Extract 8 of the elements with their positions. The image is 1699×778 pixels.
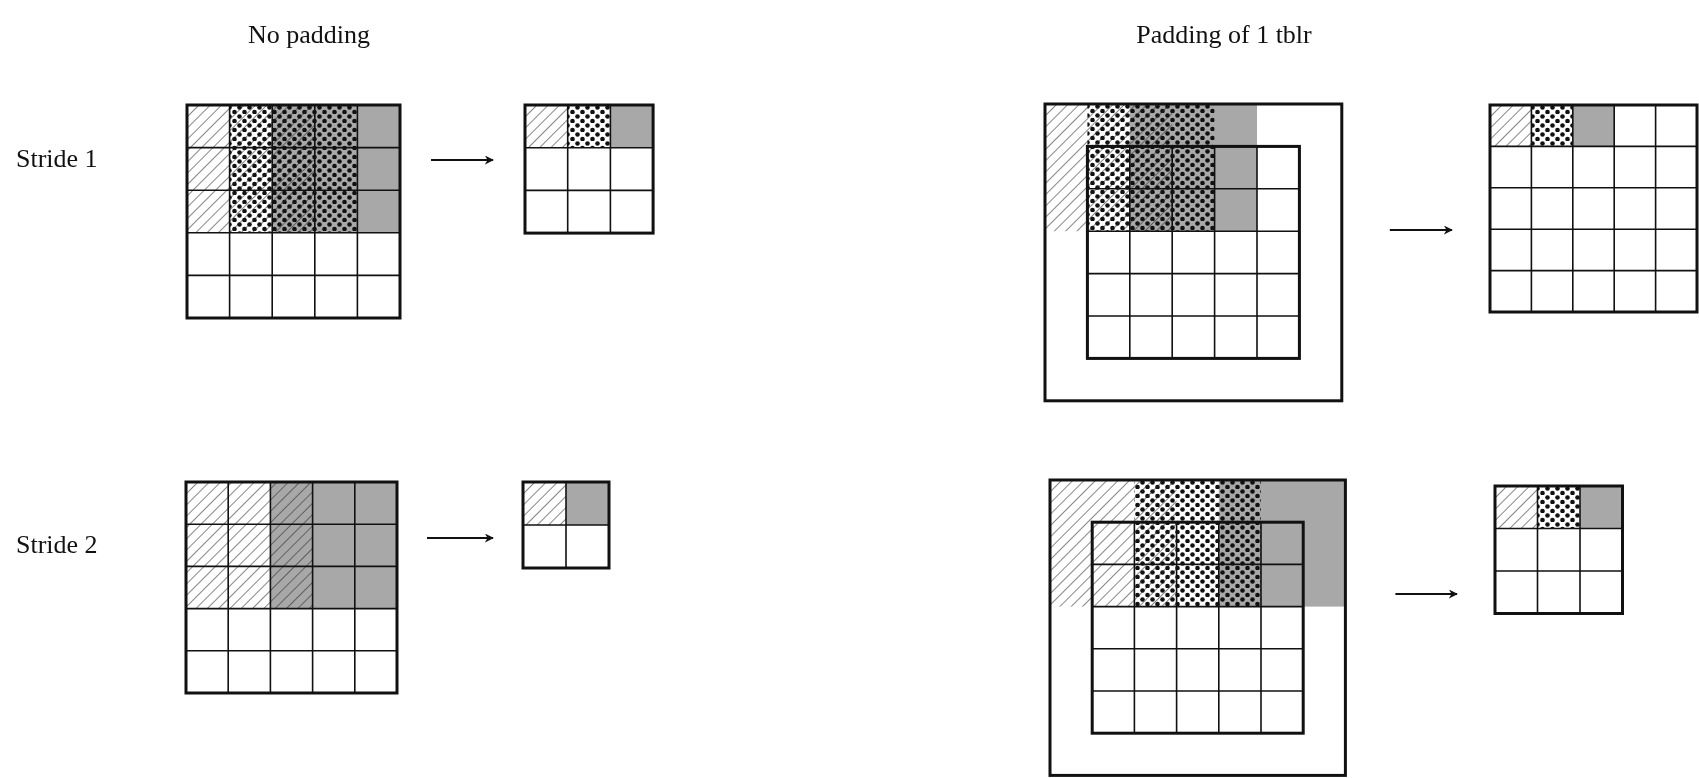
column-heading: No padding (248, 20, 370, 50)
arrow (427, 533, 494, 543)
arrow (1389, 225, 1453, 235)
row-label: Stride 2 (16, 530, 98, 560)
arrow (1395, 589, 1458, 599)
row-label: Stride 1 (16, 144, 98, 174)
arrow (431, 155, 494, 165)
column-heading: Padding of 1 tblr (1136, 20, 1312, 50)
